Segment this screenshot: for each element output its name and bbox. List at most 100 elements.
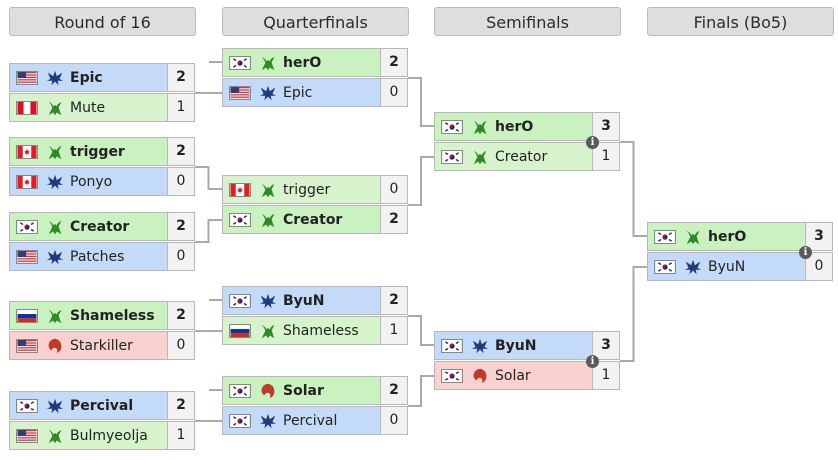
- player-name[interactable]: Ponyo: [70, 173, 113, 190]
- player-name[interactable]: trigger: [70, 143, 125, 160]
- flag-us-icon: [229, 85, 251, 100]
- flag-kr-icon: [441, 338, 463, 353]
- player-score: 1: [167, 422, 194, 449]
- finals-header: Finals (Bo5): [647, 7, 834, 36]
- protoss-race-icon: [259, 54, 277, 72]
- match-info-icon[interactable]: i: [586, 355, 599, 368]
- protoss-race-icon: [46, 218, 64, 236]
- player-name[interactable]: Starkiller: [70, 337, 133, 354]
- player-name[interactable]: herO: [708, 228, 747, 245]
- player-name[interactable]: ByuN: [495, 337, 537, 354]
- protoss-race-icon: [471, 118, 489, 136]
- player-slot[interactable]: Percival 2: [9, 391, 195, 420]
- match-info-icon[interactable]: i: [586, 136, 599, 149]
- protoss-race-icon: [259, 322, 277, 340]
- terran-race-icon: [259, 412, 277, 430]
- bracket-connector: [620, 141, 647, 237]
- flag-kr-icon: [16, 398, 38, 413]
- player-name[interactable]: Epic: [283, 84, 313, 101]
- player-score: 0: [167, 168, 194, 195]
- flag-ca-icon: [16, 144, 38, 159]
- player-score: 0: [380, 407, 407, 434]
- player-score: 3: [592, 113, 619, 140]
- flag-kr-icon: [654, 259, 676, 274]
- player-slot[interactable]: Creator 2: [9, 212, 195, 241]
- player-name[interactable]: Shameless: [70, 307, 155, 324]
- player-name[interactable]: Solar: [283, 382, 324, 399]
- player-slot[interactable]: trigger 0: [222, 175, 408, 204]
- player-slot[interactable]: herO 3: [647, 222, 833, 251]
- player-score: 2: [380, 206, 407, 233]
- player-name[interactable]: Epic: [70, 69, 103, 86]
- flag-us-icon: [16, 70, 38, 85]
- protoss-race-icon: [471, 148, 489, 166]
- bracket-connector: [408, 375, 434, 407]
- flag-kr-icon: [229, 212, 251, 227]
- terran-race-icon: [46, 173, 64, 191]
- player-name[interactable]: Bulmyeolja: [70, 427, 148, 444]
- flag-kr-icon: [229, 383, 251, 398]
- player-score: 2: [380, 49, 407, 76]
- player-name[interactable]: Shameless: [283, 322, 359, 339]
- zerg-race-icon: [259, 382, 277, 400]
- flag-kr-icon: [229, 55, 251, 70]
- player-slot[interactable]: Percival 0: [222, 406, 408, 435]
- player-slot[interactable]: Mute 1: [9, 93, 195, 122]
- terran-race-icon: [46, 69, 64, 87]
- flag-us-icon: [16, 338, 38, 353]
- player-name[interactable]: Creator: [70, 218, 130, 235]
- player-score: 3: [592, 332, 619, 359]
- player-name[interactable]: herO: [283, 54, 322, 71]
- player-score: 1: [167, 94, 194, 121]
- player-slot[interactable]: Ponyo 0: [9, 167, 195, 196]
- player-slot[interactable]: Creator 2: [222, 205, 408, 234]
- player-slot[interactable]: Bulmyeolja 1: [9, 421, 195, 450]
- player-name[interactable]: Creator: [495, 148, 548, 165]
- player-slot[interactable]: herO 2: [222, 48, 408, 77]
- player-score: 2: [167, 213, 194, 240]
- player-name[interactable]: herO: [495, 118, 534, 135]
- player-name[interactable]: ByuN: [708, 258, 746, 275]
- terran-race-icon: [259, 84, 277, 102]
- flag-kr-icon: [654, 229, 676, 244]
- player-name[interactable]: Percival: [70, 397, 134, 414]
- player-name[interactable]: Solar: [495, 367, 531, 384]
- bracket-connector: [195, 219, 222, 243]
- player-score: 3: [805, 223, 832, 250]
- flag-kr-icon: [229, 413, 251, 428]
- semifinals-header: Semifinals: [434, 7, 621, 36]
- player-name[interactable]: ByuN: [283, 292, 325, 309]
- player-name[interactable]: Creator: [283, 211, 343, 228]
- player-name[interactable]: Mute: [70, 99, 106, 116]
- player-score: 2: [167, 392, 194, 419]
- terran-race-icon: [46, 397, 64, 415]
- match-info-icon[interactable]: i: [799, 246, 812, 259]
- player-name[interactable]: Patches: [70, 248, 125, 265]
- protoss-race-icon: [46, 307, 64, 325]
- player-score: 0: [380, 176, 407, 203]
- flag-ru-icon: [229, 323, 251, 338]
- player-name[interactable]: Percival: [283, 412, 338, 429]
- player-name[interactable]: trigger: [283, 181, 331, 198]
- flag-pe-icon: [16, 100, 38, 115]
